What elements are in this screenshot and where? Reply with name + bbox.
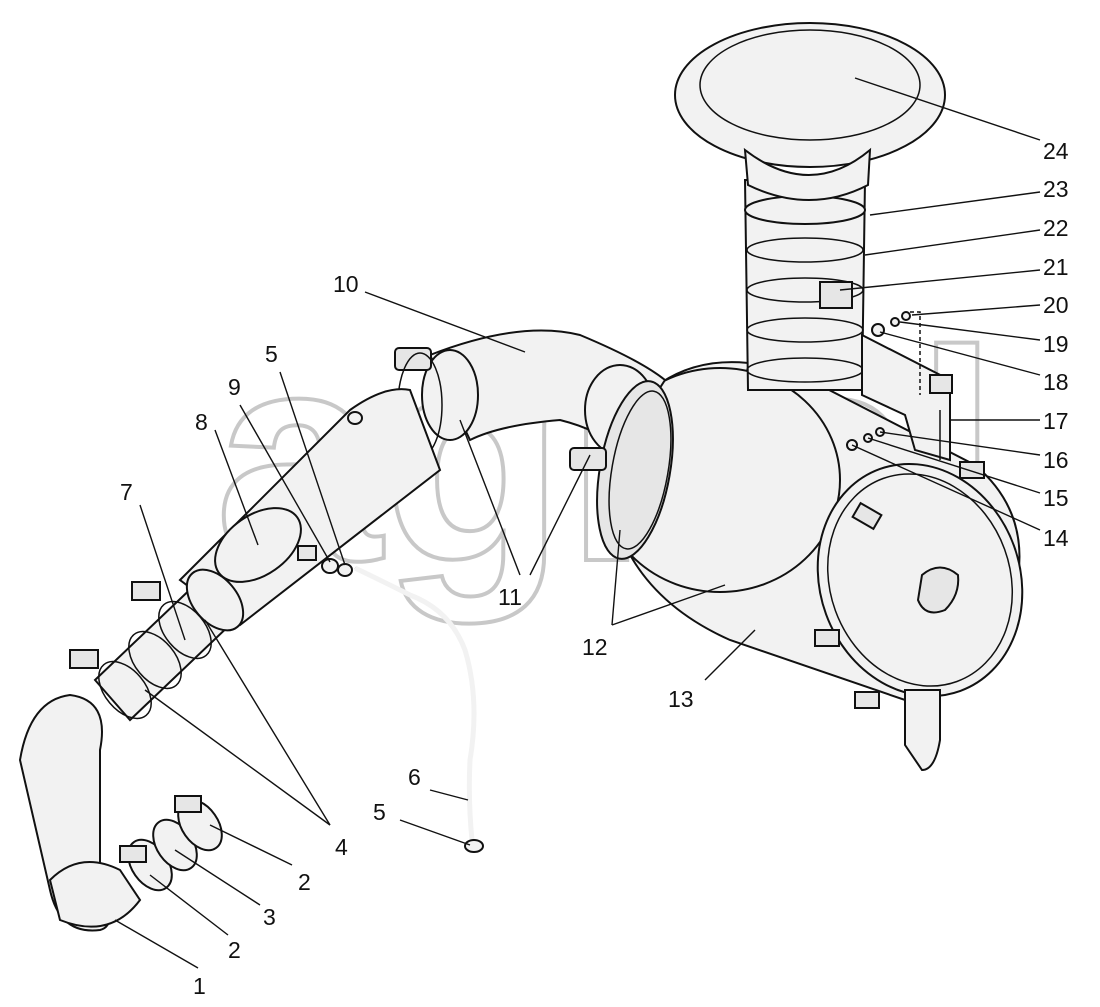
callout-10: 10	[333, 271, 359, 297]
bracket	[861, 333, 953, 462]
callout-2: 2	[298, 869, 311, 895]
callout-14: 14	[1043, 525, 1069, 551]
callout-6: 6	[408, 764, 421, 790]
callout-11: 11	[498, 584, 522, 610]
callout-9: 9	[228, 374, 241, 400]
callout-22: 22	[1043, 215, 1069, 241]
callout-18: 18	[1043, 369, 1069, 395]
callout-24: 24	[1043, 138, 1069, 164]
callout-5: 5	[265, 341, 278, 367]
fasteners	[846, 311, 921, 451]
callout-4: 4	[335, 834, 348, 860]
callout-19: 19	[1043, 331, 1069, 357]
leader-lines	[114, 77, 1041, 969]
callout-21: 21	[1043, 254, 1069, 280]
callout-8: 8	[195, 409, 208, 435]
callout-16: 16	[1043, 447, 1069, 473]
callout-5: 5	[373, 799, 386, 825]
lower-clamps	[119, 795, 223, 892]
callout-2: 2	[228, 937, 241, 963]
bellows-hose	[69, 568, 245, 722]
air-cleaner-cover	[814, 461, 1024, 709]
callout-7: 7	[120, 479, 133, 505]
dust-valve	[904, 689, 941, 772]
callout-17: 17	[1043, 408, 1069, 434]
callout-15: 15	[1043, 485, 1069, 511]
callout-23: 23	[1043, 176, 1069, 202]
lower-elbow	[18, 693, 142, 932]
intake-pipe	[743, 179, 867, 391]
callout-3: 3	[263, 904, 276, 930]
callout-12: 12	[582, 634, 608, 660]
precleaner-cap	[674, 22, 946, 201]
callout-20: 20	[1043, 292, 1069, 318]
drain-hose	[321, 558, 484, 853]
callout-13: 13	[668, 686, 694, 712]
callout-labels: 1 2 2 3 4 5 5 6 7 8 9 10 11 12 13 14 15 …	[120, 138, 1069, 999]
callout-1: 1	[193, 973, 206, 999]
